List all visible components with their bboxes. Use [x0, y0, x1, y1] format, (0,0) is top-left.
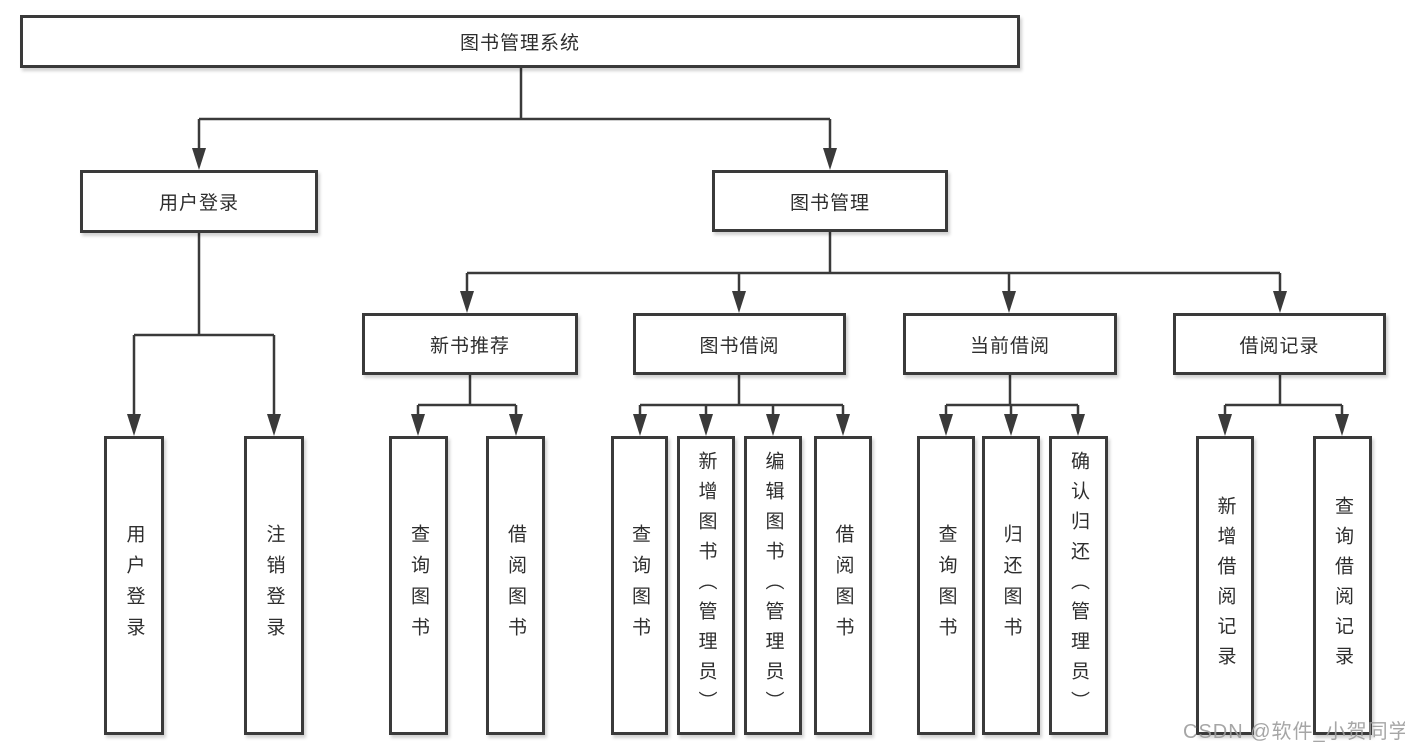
- leaf-edit-book-admin: 编辑图书（管理员）: [744, 436, 802, 735]
- node-borrowing-records: 借阅记录: [1173, 313, 1386, 375]
- leaf-current-query-books-label: 查询图书: [935, 523, 957, 648]
- node-library-management-system: 图书管理系统: [20, 15, 1020, 68]
- leaf-confirm-return-admin: 确认归还（管理员）: [1049, 436, 1108, 735]
- leaf-user-login: 用户登录: [104, 436, 164, 735]
- leaf-return-books-label: 归还图书: [1000, 523, 1022, 648]
- leaf-logout: 注销登录: [244, 436, 304, 735]
- leaf-logout-label: 注销登录: [263, 523, 285, 648]
- leaf-add-borrow-record: 新增借阅记录: [1196, 436, 1254, 735]
- leaf-user-login-label: 用户登录: [123, 523, 145, 648]
- node-user-login: 用户登录: [80, 170, 318, 233]
- leaf-edit-book-admin-label: 编辑图书（管理员）: [762, 450, 784, 721]
- leaf-return-books: 归还图书: [982, 436, 1040, 735]
- leaf-borrowing-query-books: 查询图书: [611, 436, 668, 735]
- leaf-confirm-return-admin-label: 确认归还（管理员）: [1068, 450, 1089, 721]
- leaf-current-query-books: 查询图书: [917, 436, 975, 735]
- leaf-query-borrow-record-label: 查询借阅记录: [1332, 495, 1353, 676]
- node-book-borrowing: 图书借阅: [633, 313, 846, 375]
- leaf-borrowing-borrow-books-label: 借阅图书: [832, 523, 854, 648]
- leaf-query-borrow-record: 查询借阅记录: [1313, 436, 1372, 735]
- leaf-borrowing-borrow-books: 借阅图书: [814, 436, 872, 735]
- leaf-recommend-borrow-books-label: 借阅图书: [505, 523, 526, 648]
- csdn-watermark: CSDN @软件_小贺同学: [1183, 721, 1405, 743]
- leaf-recommend-query-books-label: 查询图书: [408, 523, 429, 648]
- leaf-recommend-borrow-books: 借阅图书: [486, 436, 545, 735]
- node-current-borrowing: 当前借阅: [903, 313, 1117, 375]
- leaf-borrowing-query-books-label: 查询图书: [629, 523, 650, 648]
- leaf-recommend-query-books: 查询图书: [389, 436, 448, 735]
- leaf-add-borrow-record-label: 新增借阅记录: [1214, 495, 1236, 676]
- leaf-add-book-admin-label: 新增图书（管理员）: [695, 450, 717, 721]
- node-book-management: 图书管理: [712, 170, 948, 232]
- leaf-add-book-admin: 新增图书（管理员）: [677, 436, 735, 735]
- node-new-book-recommendation: 新书推荐: [362, 313, 578, 375]
